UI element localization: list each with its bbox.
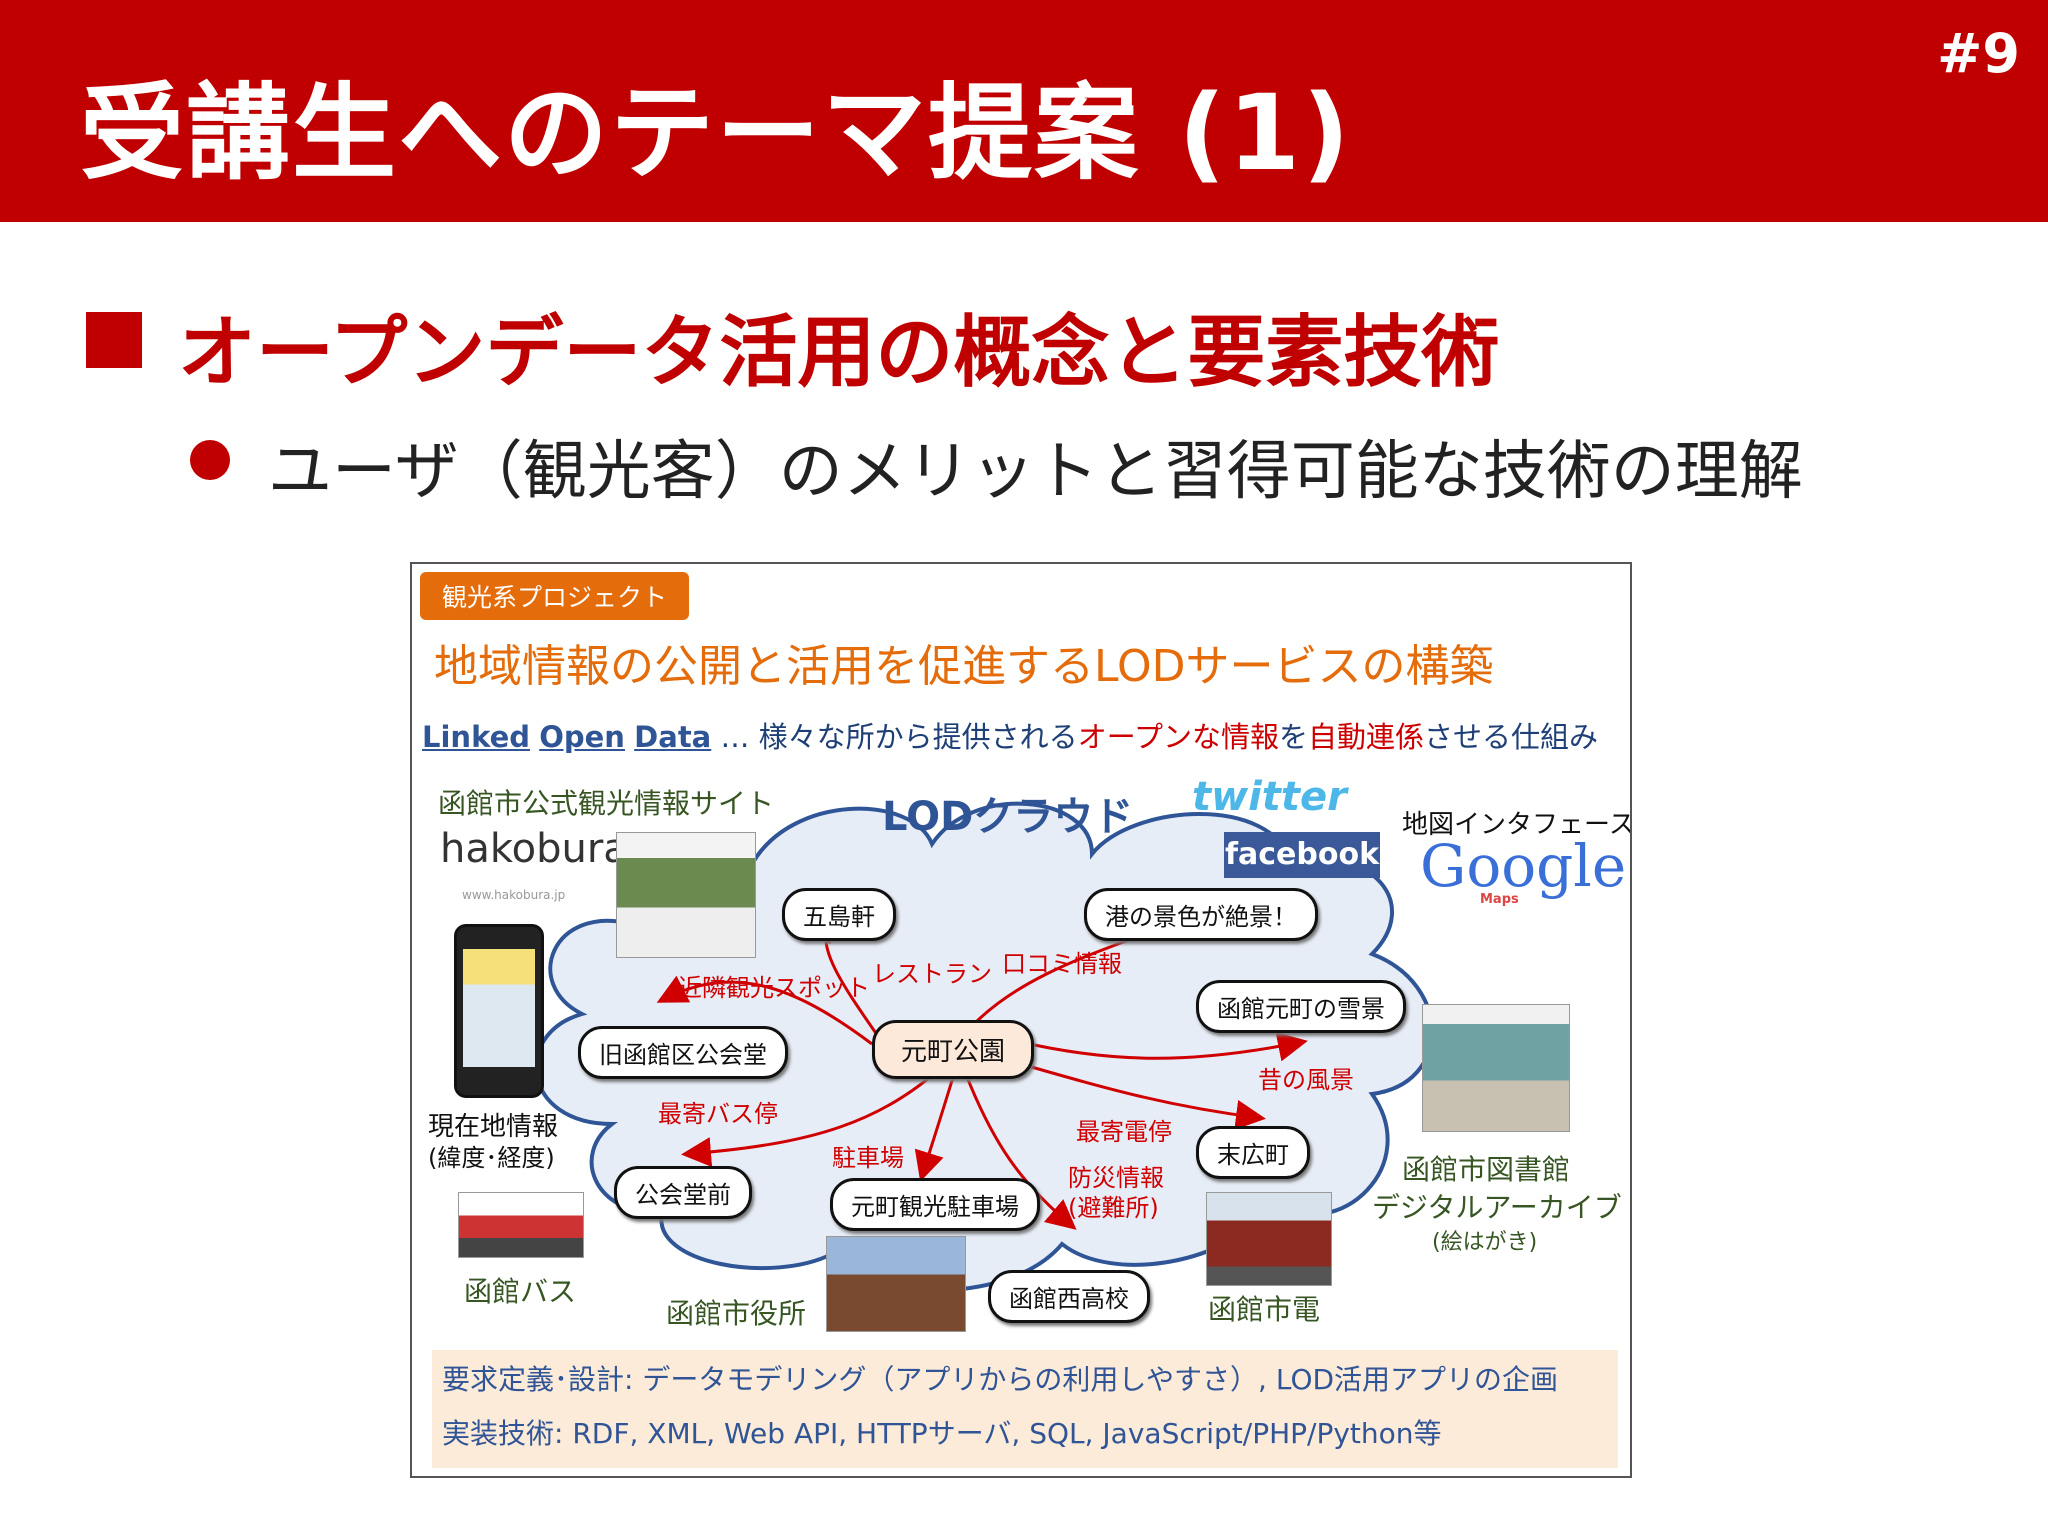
tech-summary-box: 要求定義･設計: データモデリング（アプリからの利用しやすさ）, LOD活用アプ… <box>432 1350 1618 1468</box>
summary-requirements: 要求定義･設計: データモデリング（アプリからの利用しやすさ）, LOD活用アプ… <box>442 1363 1559 1396</box>
label-library: 函館市図書館 <box>1402 1153 1571 1186</box>
smartphone-image <box>454 924 544 1098</box>
edge-label-mukashi: 昔の風景 <box>1258 1066 1354 1094</box>
label-latlon: (緯度･経度) <box>428 1144 555 1172</box>
node-minato: 港の景色が絶景！ <box>1084 888 1318 941</box>
node-goto: 五島軒 <box>782 888 896 941</box>
edge-label-densha: 最寄電停 <box>1076 1118 1172 1146</box>
google-maps-sub: Maps <box>1480 892 1519 907</box>
archive-screenshot-image <box>1422 1004 1570 1132</box>
edge-mukashi <box>1011 1031 1308 1062</box>
lod-concept-figure: 観光系プロジェクト 地域情報の公開と活用を促進するLODサービスの構築 Link… <box>410 562 1632 1478</box>
lod-text-open-info: オープンな情報 <box>1077 720 1279 754</box>
hakobura-logo: hakobura <box>440 826 628 872</box>
circle-bullet-icon <box>190 440 230 480</box>
edge-label-kinrin: 近隣観光スポット <box>678 974 870 1002</box>
node-motomachi-park: 元町公園 <box>872 1020 1035 1079</box>
lod-text-1: … 様々な所から提供される <box>711 720 1078 754</box>
edge-label-kuchikomi: 口コミ情報 <box>1002 950 1122 978</box>
label-location: 現在地情報 <box>428 1112 559 1142</box>
summary-implementation: 実装技術: RDF, XML, Web API, HTTPサーバ, SQL, J… <box>442 1417 1442 1450</box>
edge-label-hinanjo: (避難所) <box>1068 1194 1159 1222</box>
edge-label-bus-stop: 最寄バス停 <box>658 1100 778 1128</box>
website-screenshot-image <box>616 832 756 958</box>
node-parking: 元町観光駐車場 <box>830 1178 1040 1231</box>
twitter-logo: twitter <box>1192 774 1347 820</box>
label-hakodate-bus: 函館バス <box>464 1275 577 1308</box>
slide-number: #9 <box>1937 22 2020 85</box>
google-logo-text: Google <box>1420 832 1627 900</box>
lod-description: Linked Open Data … 様々な所から提供されるオープンな情報を自動… <box>422 714 1598 756</box>
bus-image <box>458 1192 584 1258</box>
lod-text-5: させる仕組み <box>1423 720 1598 754</box>
lod-text-auto-link: 自動連係 <box>1307 720 1424 754</box>
lod-word-open: Open <box>539 720 625 754</box>
sub-bullet-text: ユーザ（観光客）のメリットと習得可能な技術の理解 <box>268 435 1803 509</box>
lod-word-linked: Linked <box>422 720 530 754</box>
node-yukigeshiki: 函館元町の雪景 <box>1196 980 1406 1033</box>
cloud-title: LODクラウド <box>882 794 1134 840</box>
edge-bosai <box>960 1063 1077 1230</box>
slide-title: 受講生へのテーマ提案 (1) <box>80 72 1352 194</box>
lod-text-3: を <box>1278 720 1308 754</box>
label-map-interface: 地図インタフェース <box>1402 810 1632 840</box>
google-maps-logo: Google <box>1420 832 1626 900</box>
node-koukaido-mae: 公会堂前 <box>614 1166 752 1219</box>
city-hall-image <box>826 1236 966 1332</box>
node-nishi-high: 函館西高校 <box>988 1270 1150 1323</box>
label-official-site: 函館市公式観光情報サイト <box>438 787 775 820</box>
label-tram: 函館市電 <box>1208 1293 1321 1326</box>
edge-label-restaurant: レストラン <box>872 960 992 988</box>
edge-label-parking: 駐車場 <box>832 1144 904 1172</box>
title-bar: 受講生へのテーマ提案 (1) #9 <box>0 0 2048 222</box>
tram-image <box>1206 1192 1332 1286</box>
edge-label-bosai: 防災情報 <box>1068 1164 1164 1192</box>
label-digital-archive: デジタルアーカイブ <box>1372 1191 1622 1224</box>
section-heading: オープンデータ活用の概念と要素技術 <box>178 308 1500 398</box>
project-tag: 観光系プロジェクト <box>420 572 690 620</box>
node-kyu-koukaido: 旧函館区公会堂 <box>578 1026 788 1079</box>
square-bullet-icon <box>86 312 142 368</box>
figure-title: 地域情報の公開と活用を促進するLODサービスの構築 <box>434 641 1494 692</box>
edge-parking <box>914 1063 959 1182</box>
edge-bus <box>681 1056 954 1168</box>
label-city-hall: 函館市役所 <box>666 1297 807 1330</box>
lod-word-data: Data <box>634 720 712 754</box>
facebook-logo: facebook <box>1224 832 1380 878</box>
node-suehirocho: 末広町 <box>1196 1126 1310 1179</box>
label-postcards: (絵はがき) <box>1432 1230 1538 1255</box>
edge-kinrin <box>656 975 873 1046</box>
hakobura-url: www.hakobura.jp <box>462 888 566 902</box>
